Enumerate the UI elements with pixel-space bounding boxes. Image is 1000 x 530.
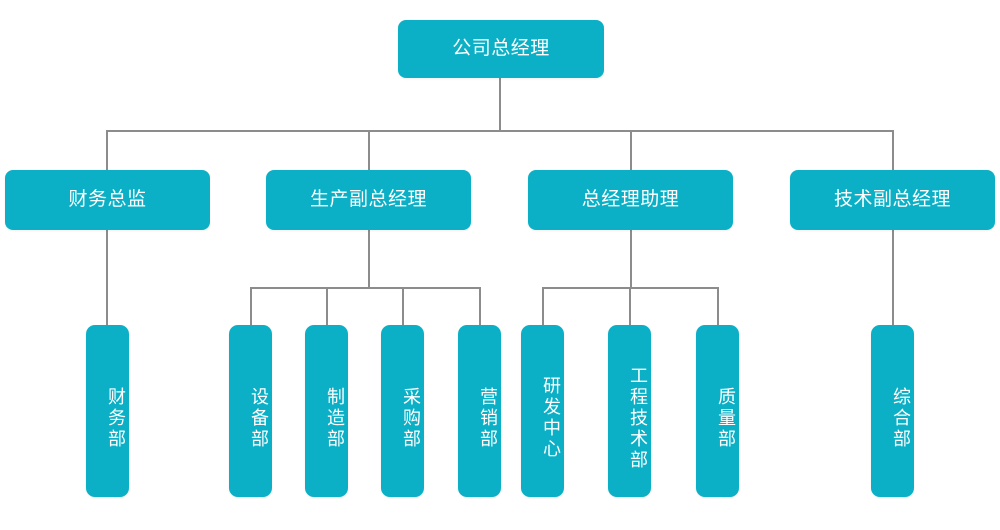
node-general-affairs-dept[interactable]: 综合部 — [871, 325, 914, 497]
node-rd-center[interactable]: 研发中心 — [521, 325, 564, 497]
node-label: 技术副总经理 — [833, 188, 951, 210]
node-technical-vp[interactable]: 技术副总经理 — [790, 170, 995, 230]
node-equipment-dept[interactable]: 设备部 — [229, 325, 272, 497]
node-finance-director[interactable]: 财务总监 — [5, 170, 210, 230]
node-label: 总经理助理 — [581, 188, 680, 210]
node-label: 制造部 — [325, 386, 345, 450]
node-company-general-manager[interactable]: 公司总经理 — [398, 20, 604, 78]
node-finance-dept[interactable]: 财务部 — [86, 325, 129, 497]
node-label: 质量部 — [716, 386, 736, 450]
node-label: 公司总经理 — [452, 37, 550, 59]
node-engineering-dept[interactable]: 工程技术部 — [608, 325, 651, 497]
node-marketing-dept[interactable]: 营销部 — [458, 325, 501, 497]
node-label: 财务总监 — [68, 188, 147, 210]
node-label: 设备部 — [249, 386, 269, 450]
node-label: 生产副总经理 — [309, 188, 427, 210]
node-purchasing-dept[interactable]: 采购部 — [381, 325, 424, 497]
node-label: 综合部 — [891, 386, 911, 450]
node-label: 财务部 — [106, 386, 126, 450]
node-production-vp[interactable]: 生产副总经理 — [266, 170, 471, 230]
node-label: 营销部 — [478, 386, 498, 450]
node-quality-dept[interactable]: 质量部 — [696, 325, 739, 497]
node-manufacturing-dept[interactable]: 制造部 — [305, 325, 348, 497]
node-gm-assistant[interactable]: 总经理助理 — [528, 170, 733, 230]
node-label: 研发中心 — [541, 376, 561, 460]
node-label: 采购部 — [401, 386, 421, 450]
node-label: 工程技术部 — [628, 365, 648, 471]
